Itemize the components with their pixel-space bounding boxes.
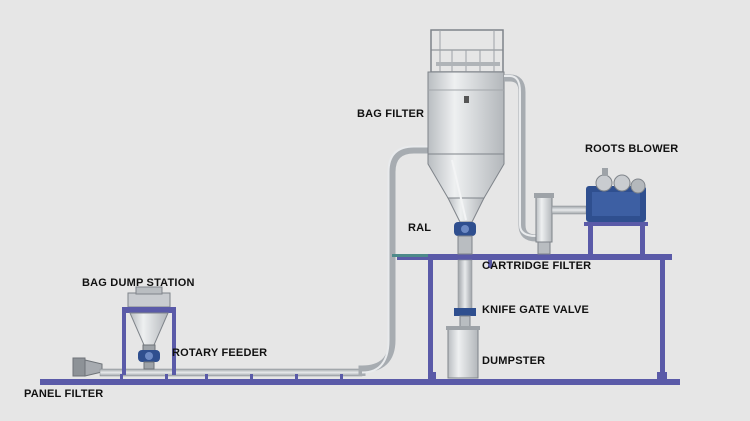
discharge-line — [454, 259, 476, 329]
panel-filter — [72, 357, 103, 377]
cartridge-filter — [534, 193, 587, 255]
label-cartridge-filter: CARTRIDGE FILTER — [482, 260, 592, 272]
label-rotary-feeder: ROTARY FEEDER — [172, 347, 268, 359]
bag-dump-station — [122, 286, 176, 375]
label-bag-filter: BAG FILTER — [357, 108, 425, 120]
label-dumpster: DUMPSTER — [482, 355, 546, 367]
dumpster — [446, 326, 480, 379]
label-roots-blower: ROOTS BLOWER — [585, 143, 679, 155]
label-panel-filter: PANEL FILTER — [24, 388, 104, 400]
rotary-feeder — [138, 350, 160, 370]
bag-filter — [427, 29, 505, 223]
exhaust-pipe — [504, 74, 540, 242]
label-knife-gate-valve: KNIFE GATE VALVE — [482, 304, 590, 316]
rotary-airlock — [454, 222, 476, 255]
label-bag-dump-station: BAG DUMP STATION — [82, 277, 195, 289]
support-frame — [397, 254, 672, 384]
roots-blower — [584, 168, 648, 254]
frame-connector — [392, 254, 428, 257]
label-ral: RAL — [408, 222, 432, 234]
floor-beam — [40, 374, 680, 385]
